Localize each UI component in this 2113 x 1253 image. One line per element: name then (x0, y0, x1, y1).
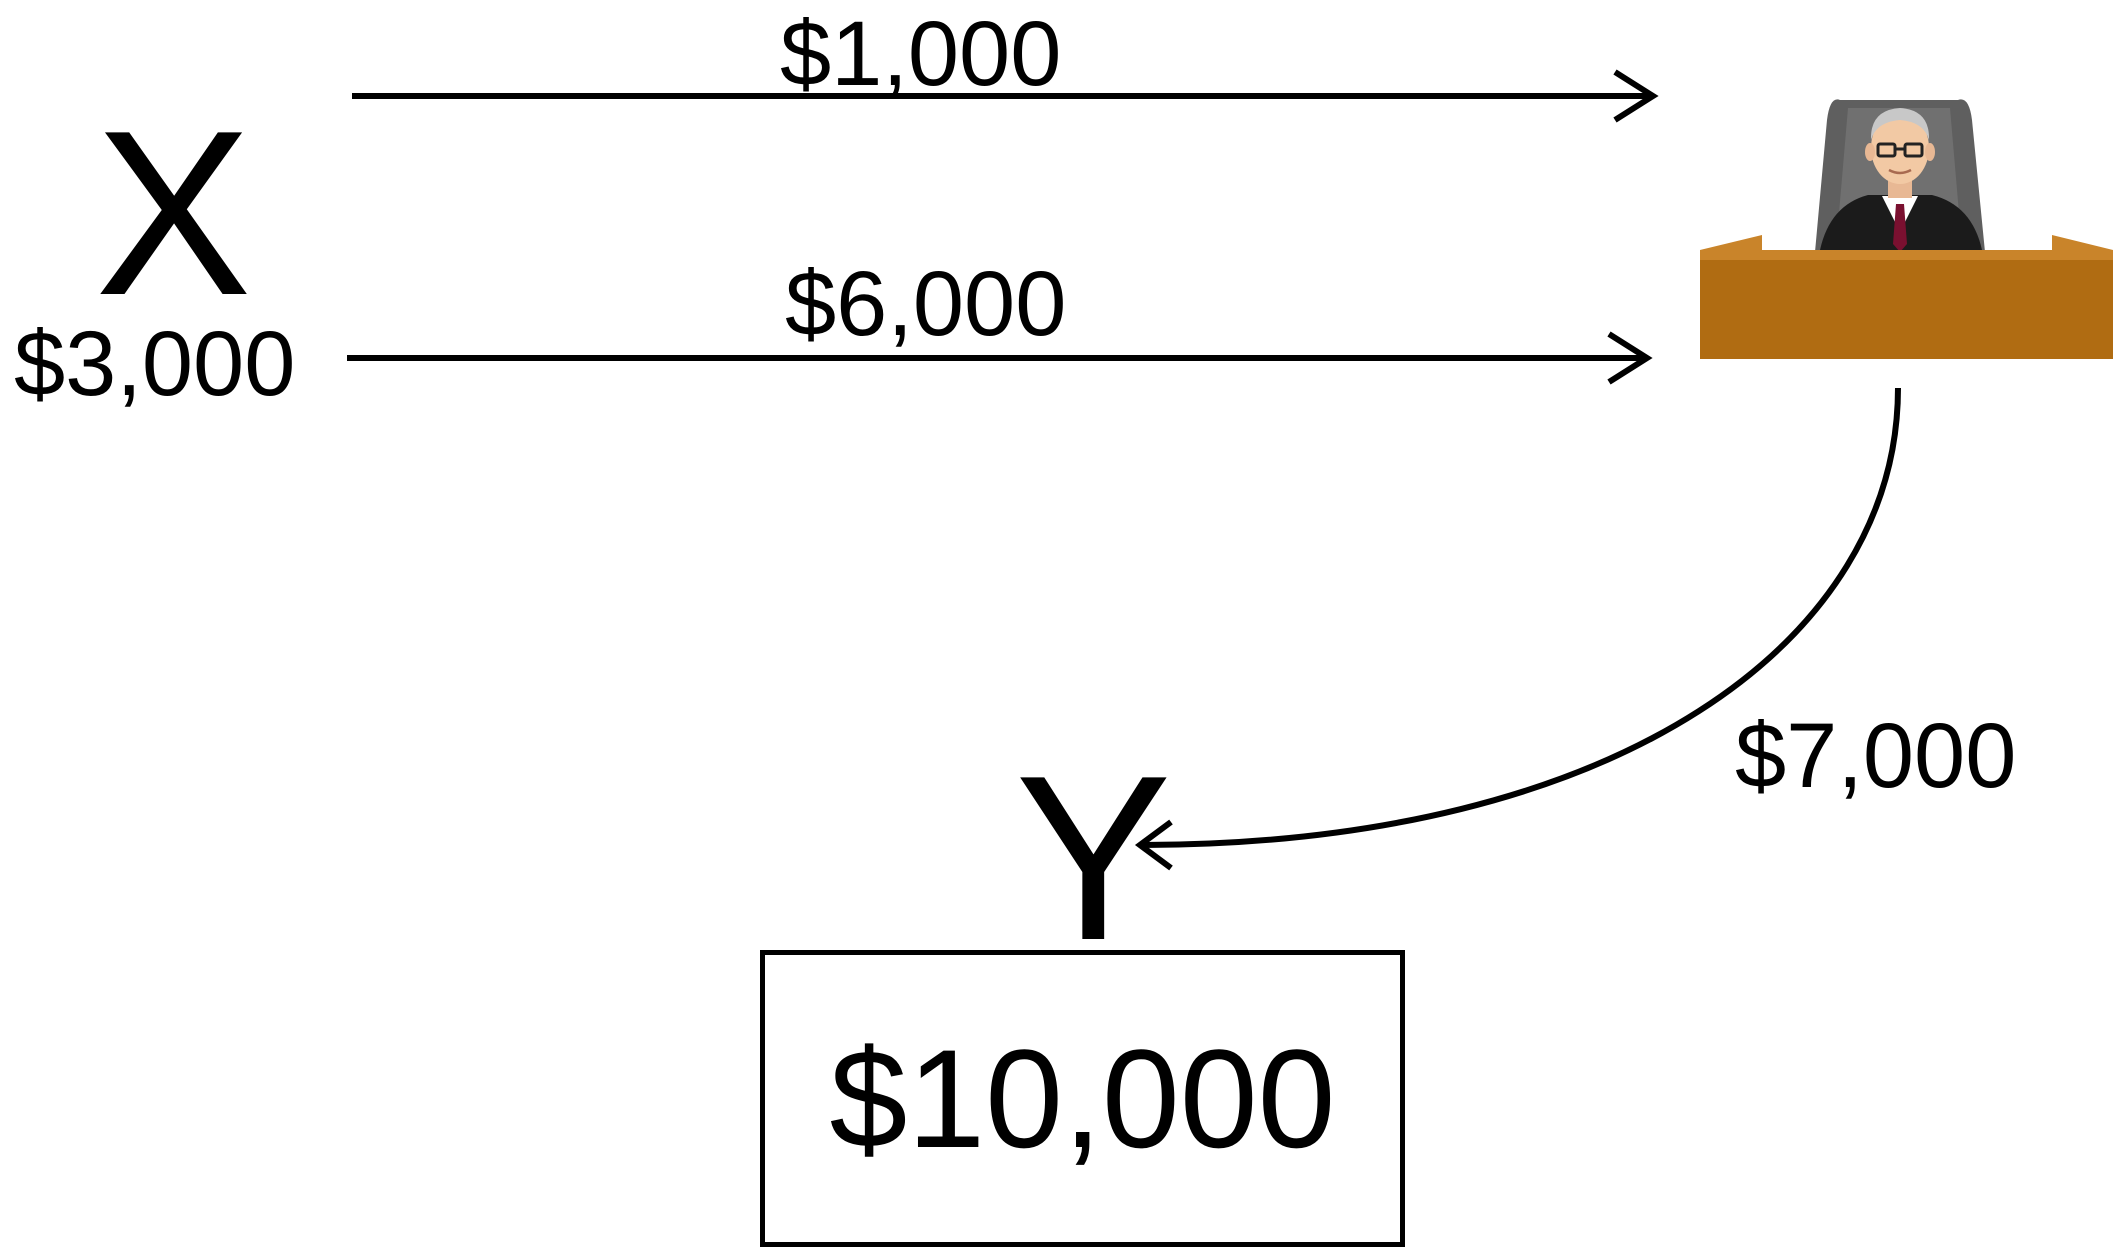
party-x-label: X (95, 81, 252, 344)
party-x-balance: $3,000 (14, 313, 296, 415)
payment-2-amount: $6,000 (785, 253, 1067, 355)
party-y-label: Y (1015, 726, 1172, 989)
party-y-claim-amount: $10,000 (829, 1019, 1336, 1177)
payment-1-amount: $1,000 (780, 3, 1062, 105)
payment-2-arrow (347, 331, 1653, 385)
party-y-claim-box: $10,000 (760, 950, 1405, 1247)
transfer-amount: $7,000 (1735, 705, 2017, 807)
payment-1-arrow (352, 69, 1659, 123)
transfer-arrow (1134, 387, 1901, 871)
judge-at-bench-icon (1700, 99, 2113, 359)
